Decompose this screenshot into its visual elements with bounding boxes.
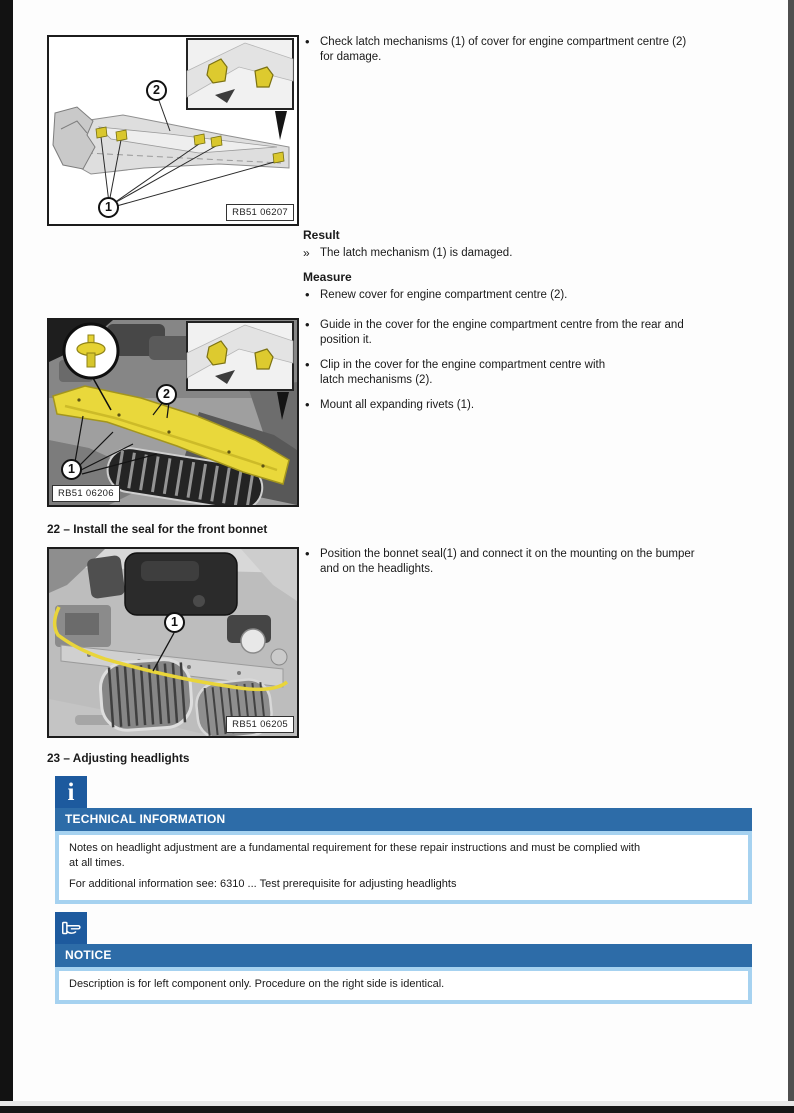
measure-list: Renew cover for engine compartment centr… <box>303 287 771 303</box>
callout-2: 2 <box>146 80 167 101</box>
step-23-heading: 23 – Adjusting headlights <box>47 751 190 765</box>
front-bonnet-seal-photo <box>49 549 297 736</box>
figure-label: RB51 06205 <box>226 716 294 733</box>
figure-label: RB51 06207 <box>226 204 294 221</box>
figure-cowl-cover-installed: 2 1 RB51 06206 <box>47 318 299 507</box>
callout-1: 1 <box>61 459 82 480</box>
result-heading: Result <box>303 228 340 242</box>
info-icon-glyph: i <box>67 778 75 806</box>
page-left-border <box>0 0 13 1113</box>
pointing-hand-icon <box>55 912 87 944</box>
callout-2: 2 <box>156 384 177 405</box>
step-22-heading: 22 – Install the seal for the front bonn… <box>47 522 268 536</box>
technical-information-box: i TECHNICAL INFORMATION Notes on headlig… <box>55 776 752 904</box>
info-paragraph: Notes on headlight adjustment are a fund… <box>69 842 641 869</box>
measure-heading: Measure <box>303 270 352 284</box>
info-i-icon: i <box>55 776 87 808</box>
cowl-cover-line-drawing <box>52 38 294 208</box>
bullet-renew-cover: Renew cover for engine compartment centr… <box>303 287 771 303</box>
technical-information-banner: TECHNICAL INFORMATION <box>55 808 752 831</box>
technical-information-body: Notes on headlight adjustment are a fund… <box>55 831 752 904</box>
result-text: The latch mechanism (1) is damaged. <box>320 247 513 259</box>
bullet-check-latch: Check latch mechanisms (1) of cover for … <box>303 34 771 65</box>
bonnet-seal-list: Position the bonnet seal(1) and connect … <box>303 546 771 587</box>
measure-block: Measure Renew cover for engine compartme… <box>303 270 771 313</box>
notice-paragraph: Description is for left component only. … <box>69 978 445 990</box>
result-block: Result » The latch mechanism (1) is dama… <box>303 228 771 261</box>
figure-bonnet-seal: 1 RB51 06205 <box>47 547 299 738</box>
page-bottom-strip <box>0 1101 794 1106</box>
bullet-clip-cover: Clip in the cover for the engine compart… <box>303 357 771 388</box>
pointing-hand-glyph <box>62 921 81 935</box>
bullet-position-seal: Position the bonnet seal(1) and connect … <box>303 546 771 577</box>
check-latch-list: Check latch mechanisms (1) of cover for … <box>303 34 771 75</box>
bullet-mount-rivets: Mount all expanding rivets (1). <box>303 397 771 413</box>
figure-cowl-cover-diagram: 2 1 RB51 06207 <box>47 35 299 226</box>
callout-1: 1 <box>98 197 119 218</box>
notice-banner: NOTICE <box>55 944 752 967</box>
notice-box: NOTICE Description is for left component… <box>55 912 752 1004</box>
bullet-guide-cover: Guide in the cover for the engine compar… <box>303 317 771 348</box>
figure-label: RB51 06206 <box>52 485 120 502</box>
install-cover-list: Guide in the cover for the engine compar… <box>303 317 771 423</box>
callout-1: 1 <box>164 612 185 633</box>
engine-bay-cowl-photo <box>49 320 297 505</box>
page-right-border <box>788 0 794 1113</box>
result-line: » The latch mechanism (1) is damaged. <box>303 246 771 261</box>
info-paragraph: For additional information see: 6310 ...… <box>69 878 457 890</box>
page-bottom-border <box>0 1106 794 1113</box>
result-marker: » <box>303 246 310 260</box>
notice-body: Description is for left component only. … <box>55 967 752 1004</box>
